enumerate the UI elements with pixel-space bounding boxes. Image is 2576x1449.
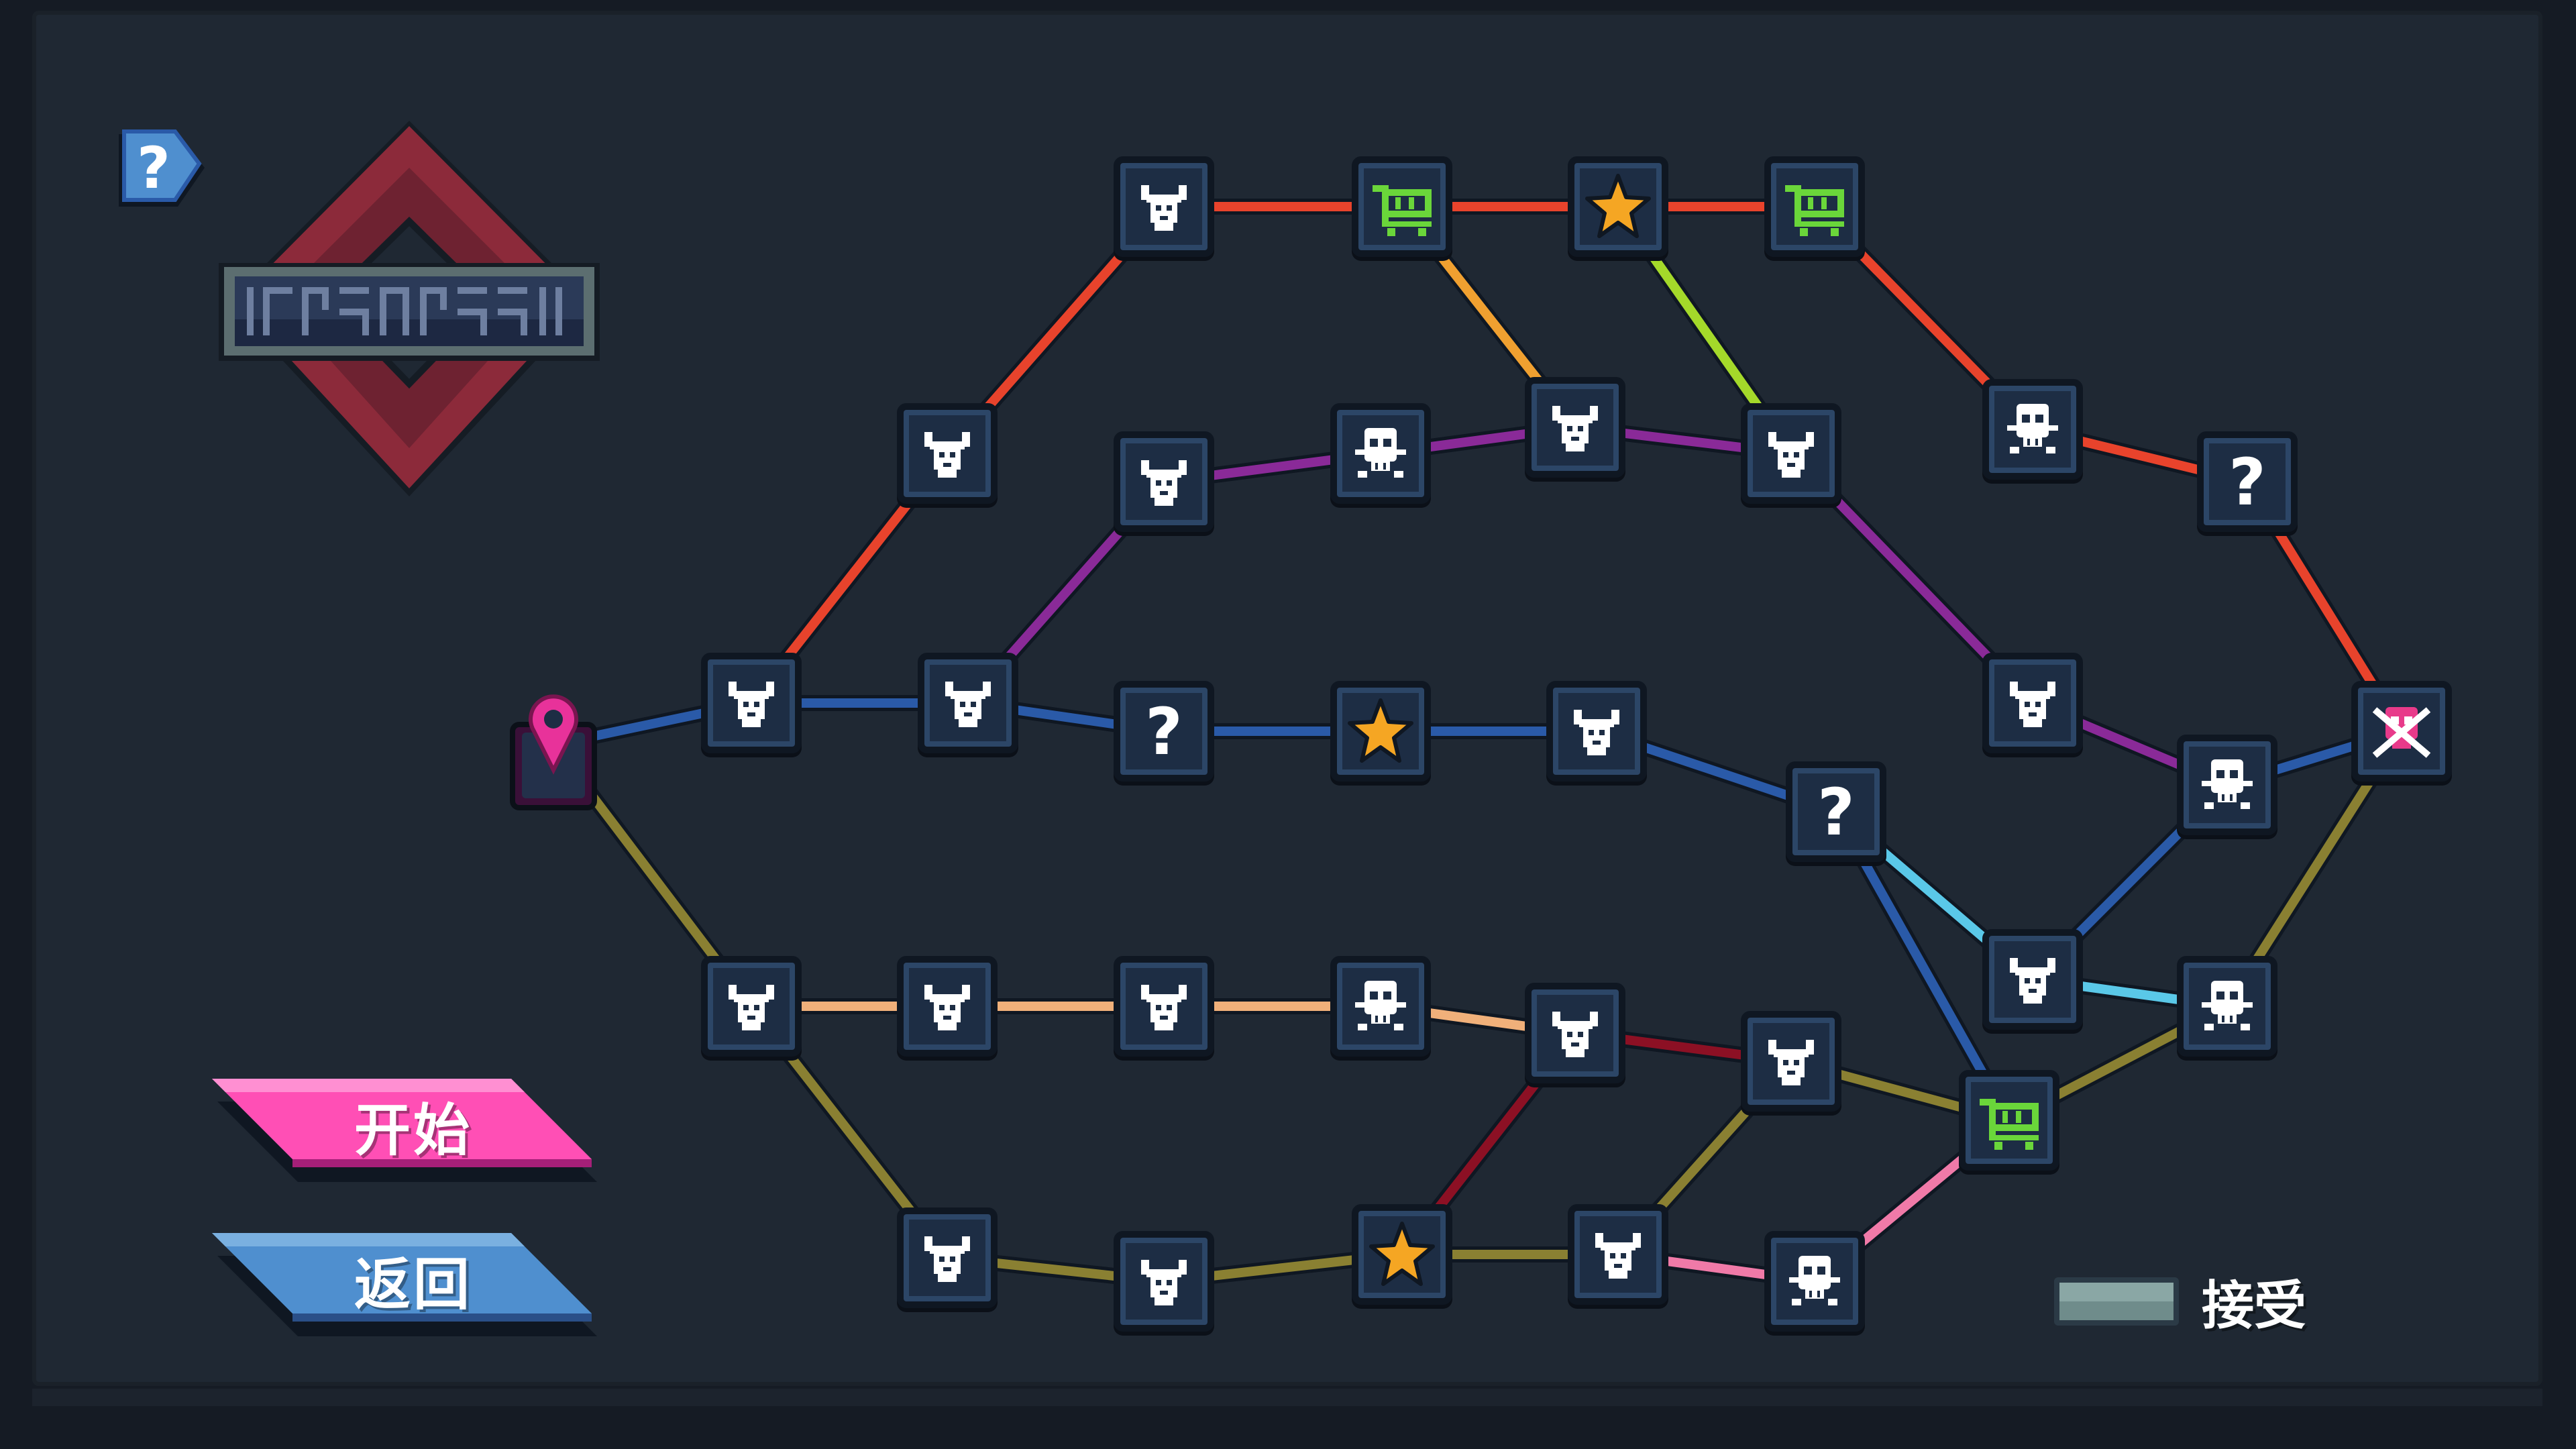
map-node-mystery[interactable]: ?: [2197, 431, 2298, 532]
bull-icon: [1756, 419, 1826, 488]
star-icon: [1346, 696, 1415, 766]
shop-cart-icon: [1367, 172, 1437, 241]
stage-emblem: [215, 121, 604, 523]
bull-icon: [1129, 1246, 1199, 1316]
skull-icon: [2192, 971, 2262, 1041]
accept-key-icon: [2054, 1277, 2179, 1326]
map-node-shop[interactable]: [1352, 156, 1452, 257]
back-button-bg: [212, 1233, 597, 1336]
map-node-bull[interactable]: [1741, 1011, 1841, 1112]
map-node-skull[interactable]: [1330, 956, 1431, 1057]
map-node-star[interactable]: [1352, 1204, 1452, 1305]
accept-legend: 接受: [2054, 1275, 2306, 1336]
star-icon: [1583, 172, 1653, 241]
map-node-bull[interactable]: [1114, 1231, 1214, 1332]
start-button-bg: [212, 1079, 597, 1182]
bottom-strip: [32, 1389, 2542, 1406]
route-line-blue: [1831, 807, 2014, 1125]
bull-icon: [1756, 1026, 1826, 1096]
map-node-bull[interactable]: [897, 956, 998, 1057]
skull-icon: [2192, 750, 2262, 820]
svg-text:?: ?: [1817, 777, 1855, 847]
map-node-bull[interactable]: [1568, 1204, 1668, 1305]
bull-icon: [912, 971, 982, 1041]
map-node-skull[interactable]: [1982, 379, 2083, 480]
bull-icon: [1129, 971, 1199, 1041]
map-node-bull[interactable]: [1114, 156, 1214, 257]
map-node-mystery[interactable]: ?: [1786, 761, 1886, 862]
skull-icon: [1998, 394, 2068, 464]
bull-icon: [1129, 447, 1199, 517]
bull-icon: [912, 419, 982, 488]
help-button[interactable]: ?: [111, 126, 211, 227]
bull-icon: [1562, 696, 1631, 766]
bull-icon: [1540, 998, 1610, 1068]
bull-icon: [1583, 1220, 1653, 1289]
map-node-skull[interactable]: [1764, 1231, 1865, 1332]
bull-icon: [1998, 945, 2068, 1014]
map-node-bull[interactable]: [918, 653, 1018, 753]
map-node-bull[interactable]: [701, 653, 802, 753]
bull-icon: [716, 971, 786, 1041]
shop-cart-icon: [1974, 1085, 2044, 1155]
boss-skull-icon: [2367, 696, 2436, 766]
svg-text:?: ?: [2229, 447, 2266, 517]
svg-text:?: ?: [137, 135, 170, 202]
map-node-bull[interactable]: [701, 956, 802, 1057]
map-node-mystery[interactable]: ?: [1114, 681, 1214, 782]
question-mark-icon: ?: [1801, 777, 1871, 847]
map-node-bull[interactable]: [1525, 983, 1625, 1083]
back-button[interactable]: 返回: [212, 1233, 601, 1347]
map-node-star[interactable]: [1330, 681, 1431, 782]
question-mark-icon: ?: [1129, 696, 1199, 766]
star-icon: [1367, 1220, 1437, 1289]
map-node-bull[interactable]: [1114, 431, 1214, 532]
map-node-shop[interactable]: [1764, 156, 1865, 257]
skull-icon: [1346, 419, 1415, 488]
shop-cart-icon: [1780, 172, 1849, 241]
accept-label: 接受: [2202, 1276, 2307, 1336]
map-node-boss[interactable]: [2351, 681, 2452, 782]
start-location-pin[interactable]: [503, 678, 604, 812]
location-pin-icon: [510, 694, 597, 810]
back-label: 返回: [354, 1251, 472, 1318]
map-node-skull[interactable]: [2177, 956, 2277, 1057]
map-node-bull[interactable]: [1741, 403, 1841, 504]
map-node-bull[interactable]: [1525, 377, 1625, 478]
map-node-bull[interactable]: [1982, 929, 2083, 1030]
svg-text:?: ?: [1145, 696, 1183, 766]
map-node-shop[interactable]: [1959, 1070, 2059, 1171]
map-node-skull[interactable]: [2177, 735, 2277, 835]
map-node-bull[interactable]: [1114, 956, 1214, 1057]
map-node-bull[interactable]: [897, 1208, 998, 1308]
skull-icon: [1346, 971, 1415, 1041]
bull-icon: [716, 668, 786, 738]
map-node-star[interactable]: [1568, 156, 1668, 257]
question-mark-icon: ?: [119, 129, 205, 207]
question-mark-icon: ?: [2212, 447, 2282, 517]
map-node-bull[interactable]: [1982, 653, 2083, 753]
start-button[interactable]: 开始: [212, 1079, 601, 1193]
map-node-skull[interactable]: [1330, 403, 1431, 504]
bull-icon: [1998, 668, 2068, 738]
bull-icon: [912, 1223, 982, 1293]
start-label: 开始: [354, 1097, 472, 1163]
map-node-bull[interactable]: [897, 403, 998, 504]
bull-icon: [933, 668, 1003, 738]
skull-icon: [1780, 1246, 1849, 1316]
bull-icon: [1540, 392, 1610, 462]
bull-icon: [1129, 172, 1199, 241]
map-node-bull[interactable]: [1546, 681, 1647, 782]
